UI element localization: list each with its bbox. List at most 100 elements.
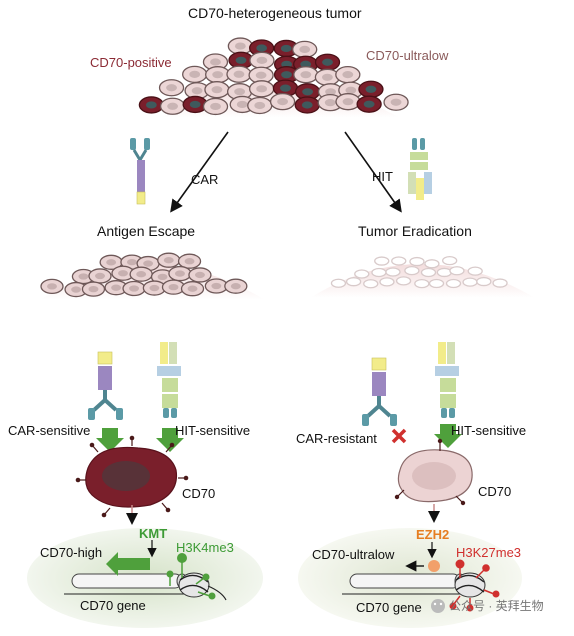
cell-nucleus bbox=[88, 285, 99, 293]
cell-debris bbox=[395, 276, 412, 286]
cell-nucleus bbox=[71, 286, 82, 293]
cell-nucleus bbox=[126, 258, 137, 266]
cell-nucleus bbox=[211, 282, 222, 290]
hit-binding-arrow bbox=[156, 428, 184, 452]
hit-binding-arrow bbox=[434, 424, 462, 448]
tumor-title: CD70-heterogeneous tumor bbox=[188, 5, 362, 21]
cell-debris bbox=[428, 278, 445, 289]
cell-nucleus bbox=[300, 60, 312, 68]
cell-nucleus bbox=[322, 58, 333, 66]
cell-nucleus bbox=[136, 271, 147, 278]
cell-debris bbox=[445, 278, 462, 289]
hit-molecule-icon bbox=[435, 342, 459, 418]
tumor-eradication-label: Tumor Eradication bbox=[358, 223, 472, 239]
car-sensitive-label: CAR-sensitive bbox=[8, 423, 91, 438]
cd70-gene-left bbox=[64, 552, 227, 601]
cell-nucleus bbox=[256, 56, 268, 64]
right-mechanism-panel bbox=[298, 342, 522, 628]
hit-sensitive-label-left: HIT-sensitive bbox=[175, 423, 251, 438]
cd70-ligand bbox=[75, 477, 81, 483]
cd70-label-left: CD70 bbox=[182, 486, 216, 501]
cell-nucleus bbox=[233, 70, 245, 78]
heterogeneous-tumor bbox=[138, 37, 409, 118]
cell-debris bbox=[462, 277, 478, 287]
car-binding-arrow bbox=[96, 428, 124, 452]
cell-debris bbox=[442, 255, 458, 266]
cell-nucleus bbox=[111, 284, 122, 291]
cell-nucleus bbox=[78, 273, 89, 280]
cell-nucleus bbox=[345, 86, 357, 94]
cell-nucleus bbox=[280, 44, 292, 53]
cell-debris bbox=[363, 279, 379, 289]
transcription-active-arrow bbox=[106, 552, 150, 576]
cell-nucleus bbox=[168, 284, 179, 291]
cell-debris bbox=[420, 267, 437, 278]
cell-nucleus bbox=[230, 283, 241, 290]
car-receptor-icon bbox=[130, 138, 150, 205]
cell-debris bbox=[385, 267, 401, 277]
cell-debris bbox=[476, 276, 492, 287]
cell-debris bbox=[436, 267, 453, 278]
cd70-label-right: CD70 bbox=[478, 484, 512, 499]
cell-nucleus bbox=[299, 45, 311, 54]
cell-nucleus bbox=[302, 88, 313, 96]
cell-debris bbox=[404, 265, 420, 276]
car-molecule-icon bbox=[88, 351, 123, 420]
cell-nucleus bbox=[212, 71, 224, 79]
h3k4me3-label: H3K4me3 bbox=[176, 540, 234, 555]
antigen-escape-label: Antigen Escape bbox=[97, 223, 196, 239]
cd70-positive-label: CD70-positive bbox=[90, 55, 172, 70]
hit-molecule-icon bbox=[157, 342, 181, 418]
cell-debris bbox=[467, 266, 483, 276]
h3k27me3-label: H3K27me3 bbox=[456, 545, 522, 560]
cell-nucleus bbox=[301, 101, 313, 109]
cd70-ultralow-cell bbox=[394, 438, 473, 506]
hit-arrow-label: HIT bbox=[372, 169, 393, 184]
left-mechanism-panel bbox=[27, 342, 263, 628]
cell-nucleus bbox=[167, 102, 179, 110]
cell-nucleus bbox=[174, 270, 185, 277]
cd70-ligand bbox=[101, 512, 107, 518]
cell-nucleus bbox=[363, 100, 375, 108]
cell-nucleus bbox=[325, 88, 336, 96]
cell-nucleus bbox=[256, 85, 268, 93]
cell-nucleus bbox=[234, 42, 246, 50]
cd70-ligand bbox=[183, 475, 189, 481]
cell-debris bbox=[330, 278, 347, 288]
cell-nucleus bbox=[210, 102, 221, 111]
cell-nucleus bbox=[365, 85, 377, 93]
antigen-escape-tumor bbox=[40, 252, 265, 300]
cell-nucleus bbox=[210, 58, 221, 66]
cell-debris bbox=[345, 277, 362, 287]
cell-nucleus bbox=[191, 87, 203, 95]
cd70-ultralow-state-label: CD70-ultralow bbox=[312, 547, 395, 562]
cell-nucleus bbox=[166, 84, 177, 92]
cd70-positive-cell bbox=[75, 435, 189, 518]
cell-nucleus bbox=[234, 88, 246, 96]
cd70-ligand bbox=[169, 442, 175, 448]
cd70-ligand bbox=[165, 507, 171, 513]
cell-nucleus bbox=[300, 71, 312, 79]
cell-nucleus bbox=[211, 86, 223, 94]
cell-nucleus bbox=[236, 100, 248, 109]
cell-nucleus bbox=[189, 70, 201, 78]
cell-nucleus bbox=[277, 98, 288, 106]
ezh2-label: EZH2 bbox=[416, 527, 450, 542]
cell-debris bbox=[449, 266, 465, 276]
cell-nucleus bbox=[281, 71, 292, 79]
cell-debris bbox=[379, 277, 395, 287]
cell-nucleus bbox=[280, 84, 291, 92]
cell-nucleus bbox=[106, 259, 117, 266]
car-molecule-icon bbox=[362, 357, 397, 426]
cd70-ligand bbox=[129, 435, 135, 441]
cell-nucleus bbox=[194, 271, 205, 279]
cell-nucleus bbox=[235, 56, 247, 64]
cd70-gene-right bbox=[342, 559, 500, 612]
cell-debris bbox=[391, 256, 407, 266]
cell-nucleus bbox=[118, 270, 128, 277]
cell-nucleus bbox=[145, 101, 157, 109]
kmt-label: KMT bbox=[139, 526, 168, 541]
cell-nucleus bbox=[322, 73, 333, 81]
cell-debris bbox=[371, 267, 387, 278]
